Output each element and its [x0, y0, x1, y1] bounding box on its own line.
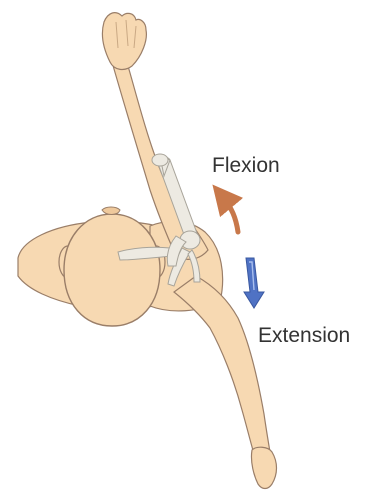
flexion-label: Flexion — [212, 155, 280, 176]
raised-hand — [102, 13, 146, 70]
flexion-arrow-icon — [222, 196, 238, 232]
extension-arrow-icon — [244, 258, 264, 308]
lowered-hand — [251, 447, 276, 488]
extension-label: Extension — [258, 325, 350, 346]
